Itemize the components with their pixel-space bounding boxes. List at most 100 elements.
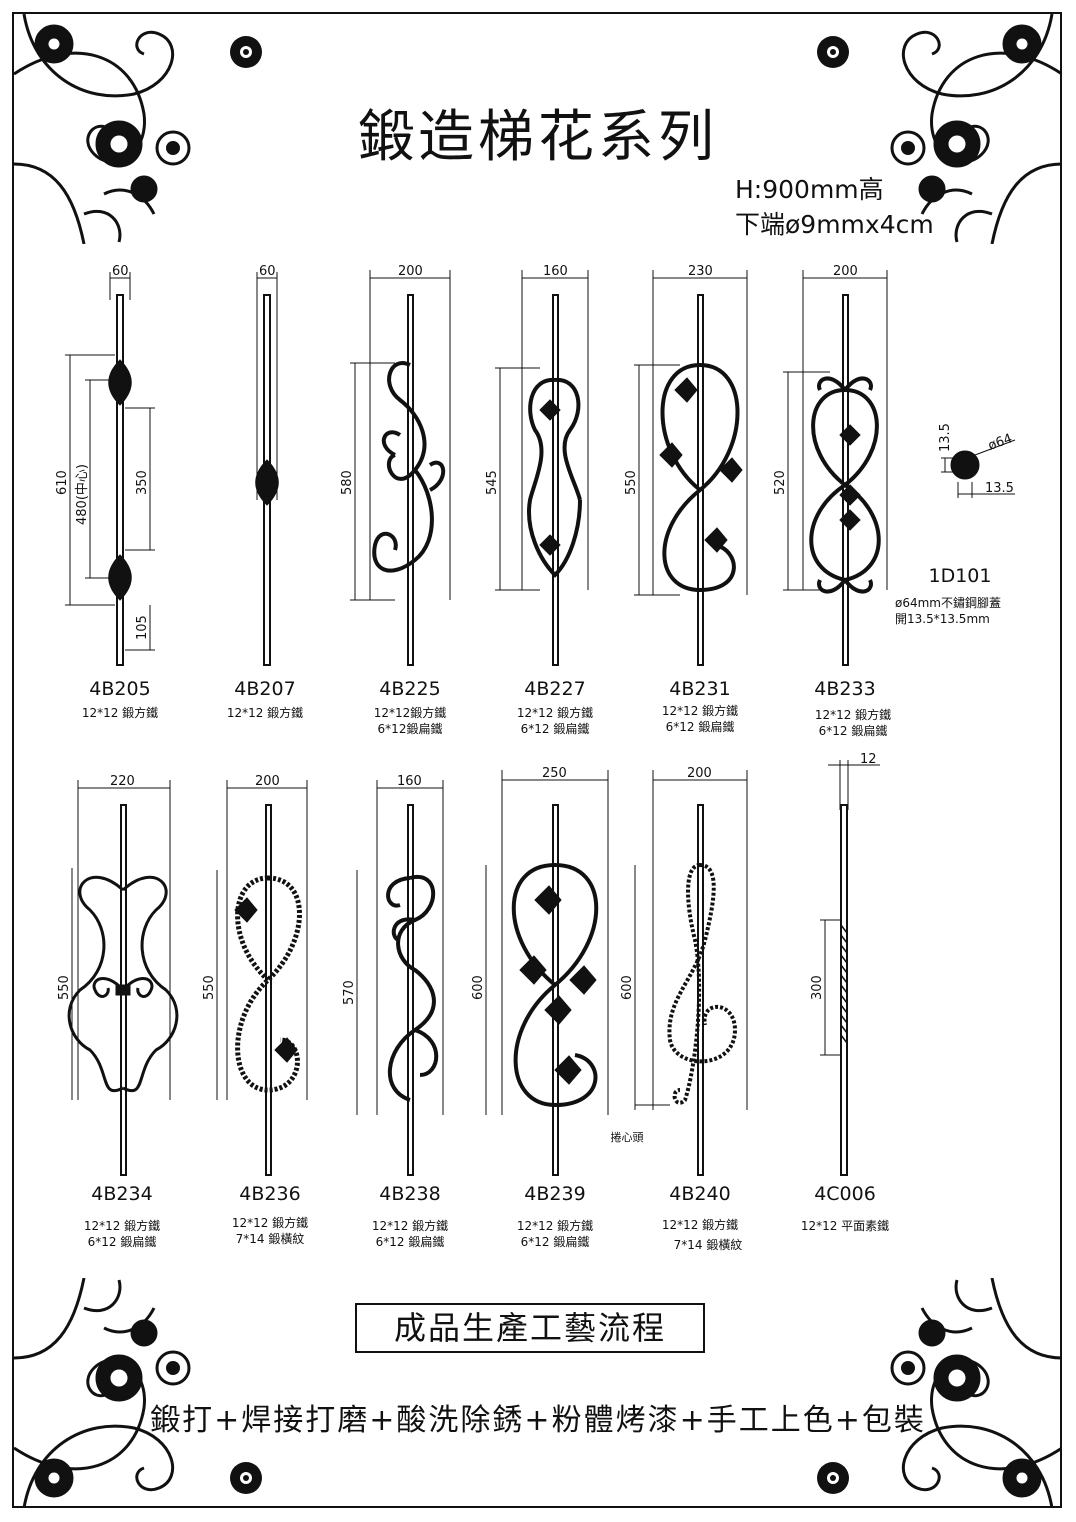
baluster-card-4B240: 200 600 捲心頭 4B240 12*12 鍛方鐵 7*14 鍛橫紋 — [611, 766, 785, 1265]
dim-height-1: 570 — [342, 980, 357, 1005]
model-label: 4B236 — [239, 1183, 301, 1205]
baluster-drawing-4B240: 200 600 — [620, 766, 748, 1176]
scroll-head-note: 捲心頭 — [610, 1131, 644, 1144]
rosette-icon — [890, 130, 926, 166]
dim-height-2: 480(中心) — [75, 464, 90, 525]
rosette-icon — [817, 1462, 849, 1494]
baluster-drawing-4B234: 220 550 — [57, 774, 179, 1176]
baluster-card-4B225: 200 580 4B225 12*12鍛方鐵 6*12鍛扁鐵 — [335, 260, 485, 740]
dim-width: 250 — [542, 766, 567, 781]
dim-height-1: 550 — [624, 470, 639, 495]
material-desc: 6*12 鍛扁鐵 — [375, 1235, 445, 1249]
dim-cap-3: 13.5 — [985, 481, 1014, 496]
baluster-card-4B234: 220 550 4B234 12*12 鍛方鐵 6*12 鍛扁鐵 — [50, 770, 200, 1260]
material-desc: 7*14 鍛橫紋 — [235, 1232, 305, 1246]
corner-ornament-bottom-left — [13, 1277, 244, 1509]
material-desc: 6*12 鍛扁鐵 — [665, 720, 735, 734]
baluster-card-4B231: 230 550 4B231 12*12 鍛方鐵 6*12 鍛扁鐵 — [624, 260, 785, 740]
dim-height-1: 600 — [620, 975, 635, 1000]
model-label: 4B240 — [669, 1183, 731, 1205]
material-desc: 12*12 鍛方鐵 — [231, 1216, 309, 1230]
corner-ornament-top-right — [832, 13, 1063, 245]
rosette-icon — [817, 36, 849, 68]
model-label: 4B234 — [91, 1183, 153, 1205]
dim-height-1: 580 — [340, 470, 355, 495]
model-label: 4B231 — [669, 678, 731, 700]
baluster-drawing-4B225: 200 580 — [340, 264, 451, 666]
baluster-drawing-4B205: 60 610 480(中心) 350 105 — [55, 264, 155, 666]
dim-height-4: 105 — [135, 615, 150, 640]
rosette-icon — [230, 1462, 262, 1494]
dim-width: 230 — [688, 264, 713, 279]
material-desc: 12*12 鍛方鐵 — [516, 1219, 594, 1233]
dim-width: 160 — [543, 264, 568, 279]
process-steps: 鍛打+焊接打磨+酸洗除銹+粉體烤漆+手工上色+包裝 — [150, 1403, 926, 1438]
model-label: 4C006 — [814, 1183, 876, 1205]
material-desc: 6*12 鍛扁鐵 — [87, 1235, 157, 1249]
material-desc: 12*12 鍛方鐵 — [81, 706, 159, 720]
rosette-icon — [155, 130, 191, 166]
material-desc: 12*12 鍛方鐵 — [371, 1219, 449, 1233]
dim-width: 12 — [860, 752, 877, 767]
material-desc: ø64mm不鏽鋼腳蓋 — [895, 596, 1001, 610]
page-title: 鍛造梯花系列 — [358, 105, 718, 170]
rosette-icon — [230, 36, 262, 68]
baluster-drawing-4B236: 200 550 — [202, 774, 308, 1176]
material-desc: 7*14 鍛橫紋 — [673, 1238, 743, 1252]
dim-width: 220 — [110, 774, 135, 789]
baluster-card-4B233: 200 520 4B233 12*12 鍛方鐵 6*12 鍛扁鐵 — [770, 260, 930, 745]
material-desc: 6*12 鍛扁鐵 — [818, 724, 888, 738]
dim-width: 160 — [397, 774, 422, 789]
rosette-icon — [155, 1350, 191, 1386]
baluster-card-4C006: 12 300 4C006 12*12 平面素鐵 — [770, 752, 930, 1255]
baluster-drawing-4B238: 160 570 — [342, 774, 444, 1176]
dim-height-1: 550 — [57, 975, 72, 1000]
dim-height-1: 600 — [471, 975, 486, 1000]
dim-height-1: 300 — [810, 975, 825, 1000]
baluster-card-4B205: 60 610 480(中心) 350 105 4B205 12*12 鍛方鐵 — [50, 260, 200, 730]
material-desc: 12*12 鍛方鐵 — [814, 708, 892, 722]
spec-height: H:900mm高 — [735, 175, 884, 204]
spec-bottom: 下端ø9mmx4cm — [735, 210, 934, 239]
baluster-card-4B227: 160 545 4B227 12*12 鍛方鐵 6*12 鍛扁鐵 — [480, 260, 630, 740]
dim-width: 60 — [259, 264, 276, 279]
dim-cap-2: ø64 — [986, 431, 1014, 453]
material-desc: 6*12鍛扁鐵 — [377, 722, 443, 736]
material-desc: 12*12 鍛方鐵 — [226, 706, 304, 720]
material-desc: 12*12 鍛方鐵 — [83, 1219, 161, 1233]
dim-height-1: 550 — [202, 975, 217, 1000]
page-border — [12, 12, 1062, 1508]
dim-height-1: 520 — [773, 470, 788, 495]
model-label: 4B225 — [379, 678, 441, 700]
baluster-card-4B238: 160 570 4B238 12*12 鍛方鐵 6*12 鍛扁鐵 — [335, 770, 485, 1260]
dim-height-3: 350 — [135, 470, 150, 495]
baluster-card-4B236: 200 550 4B236 12*12 鍛方鐵 7*14 鍛橫紋 — [195, 770, 345, 1260]
dim-width: 200 — [255, 774, 280, 789]
material-desc: 12*12 鍛方鐵 — [661, 1218, 739, 1232]
material-desc: 開13.5*13.5mm — [895, 612, 990, 626]
material-desc: 12*12 鍛方鐵 — [661, 704, 739, 718]
material-desc: 12*12 平面素鐵 — [800, 1219, 890, 1233]
model-label: 1D101 — [928, 565, 992, 587]
dim-height-1: 545 — [485, 470, 500, 495]
dim-width: 200 — [687, 766, 712, 781]
cap-drawing-1D101: 13.5 ø64 13.5 — [938, 423, 1016, 498]
corner-ornament-bottom-right — [832, 1277, 1063, 1509]
baluster-drawing-4B239: 250 600 — [471, 766, 609, 1176]
dim-width: 200 — [398, 264, 423, 279]
material-desc: 12*12 鍛方鐵 — [516, 706, 594, 720]
dim-width: 200 — [833, 264, 858, 279]
corner-ornament-top-left — [13, 13, 244, 245]
process-title: 成品生產工藝流程 — [355, 1303, 705, 1353]
material-desc: 6*12 鍛扁鐵 — [520, 722, 590, 736]
rosette-icon — [890, 1350, 926, 1386]
baluster-drawing-4C006: 12 300 — [810, 752, 880, 1176]
dim-cap-1: 13.5 — [938, 423, 953, 452]
model-label: 4B233 — [814, 678, 876, 700]
baluster-drawing-4B207: 60 — [255, 264, 279, 666]
model-label: 4B227 — [524, 678, 586, 700]
model-label: 4B239 — [524, 1183, 586, 1205]
baluster-drawing-4B233: 200 520 — [773, 264, 888, 666]
dim-width: 60 — [112, 264, 129, 279]
baluster-card-4B207: 60 4B207 12*12 鍛方鐵 — [195, 260, 345, 730]
